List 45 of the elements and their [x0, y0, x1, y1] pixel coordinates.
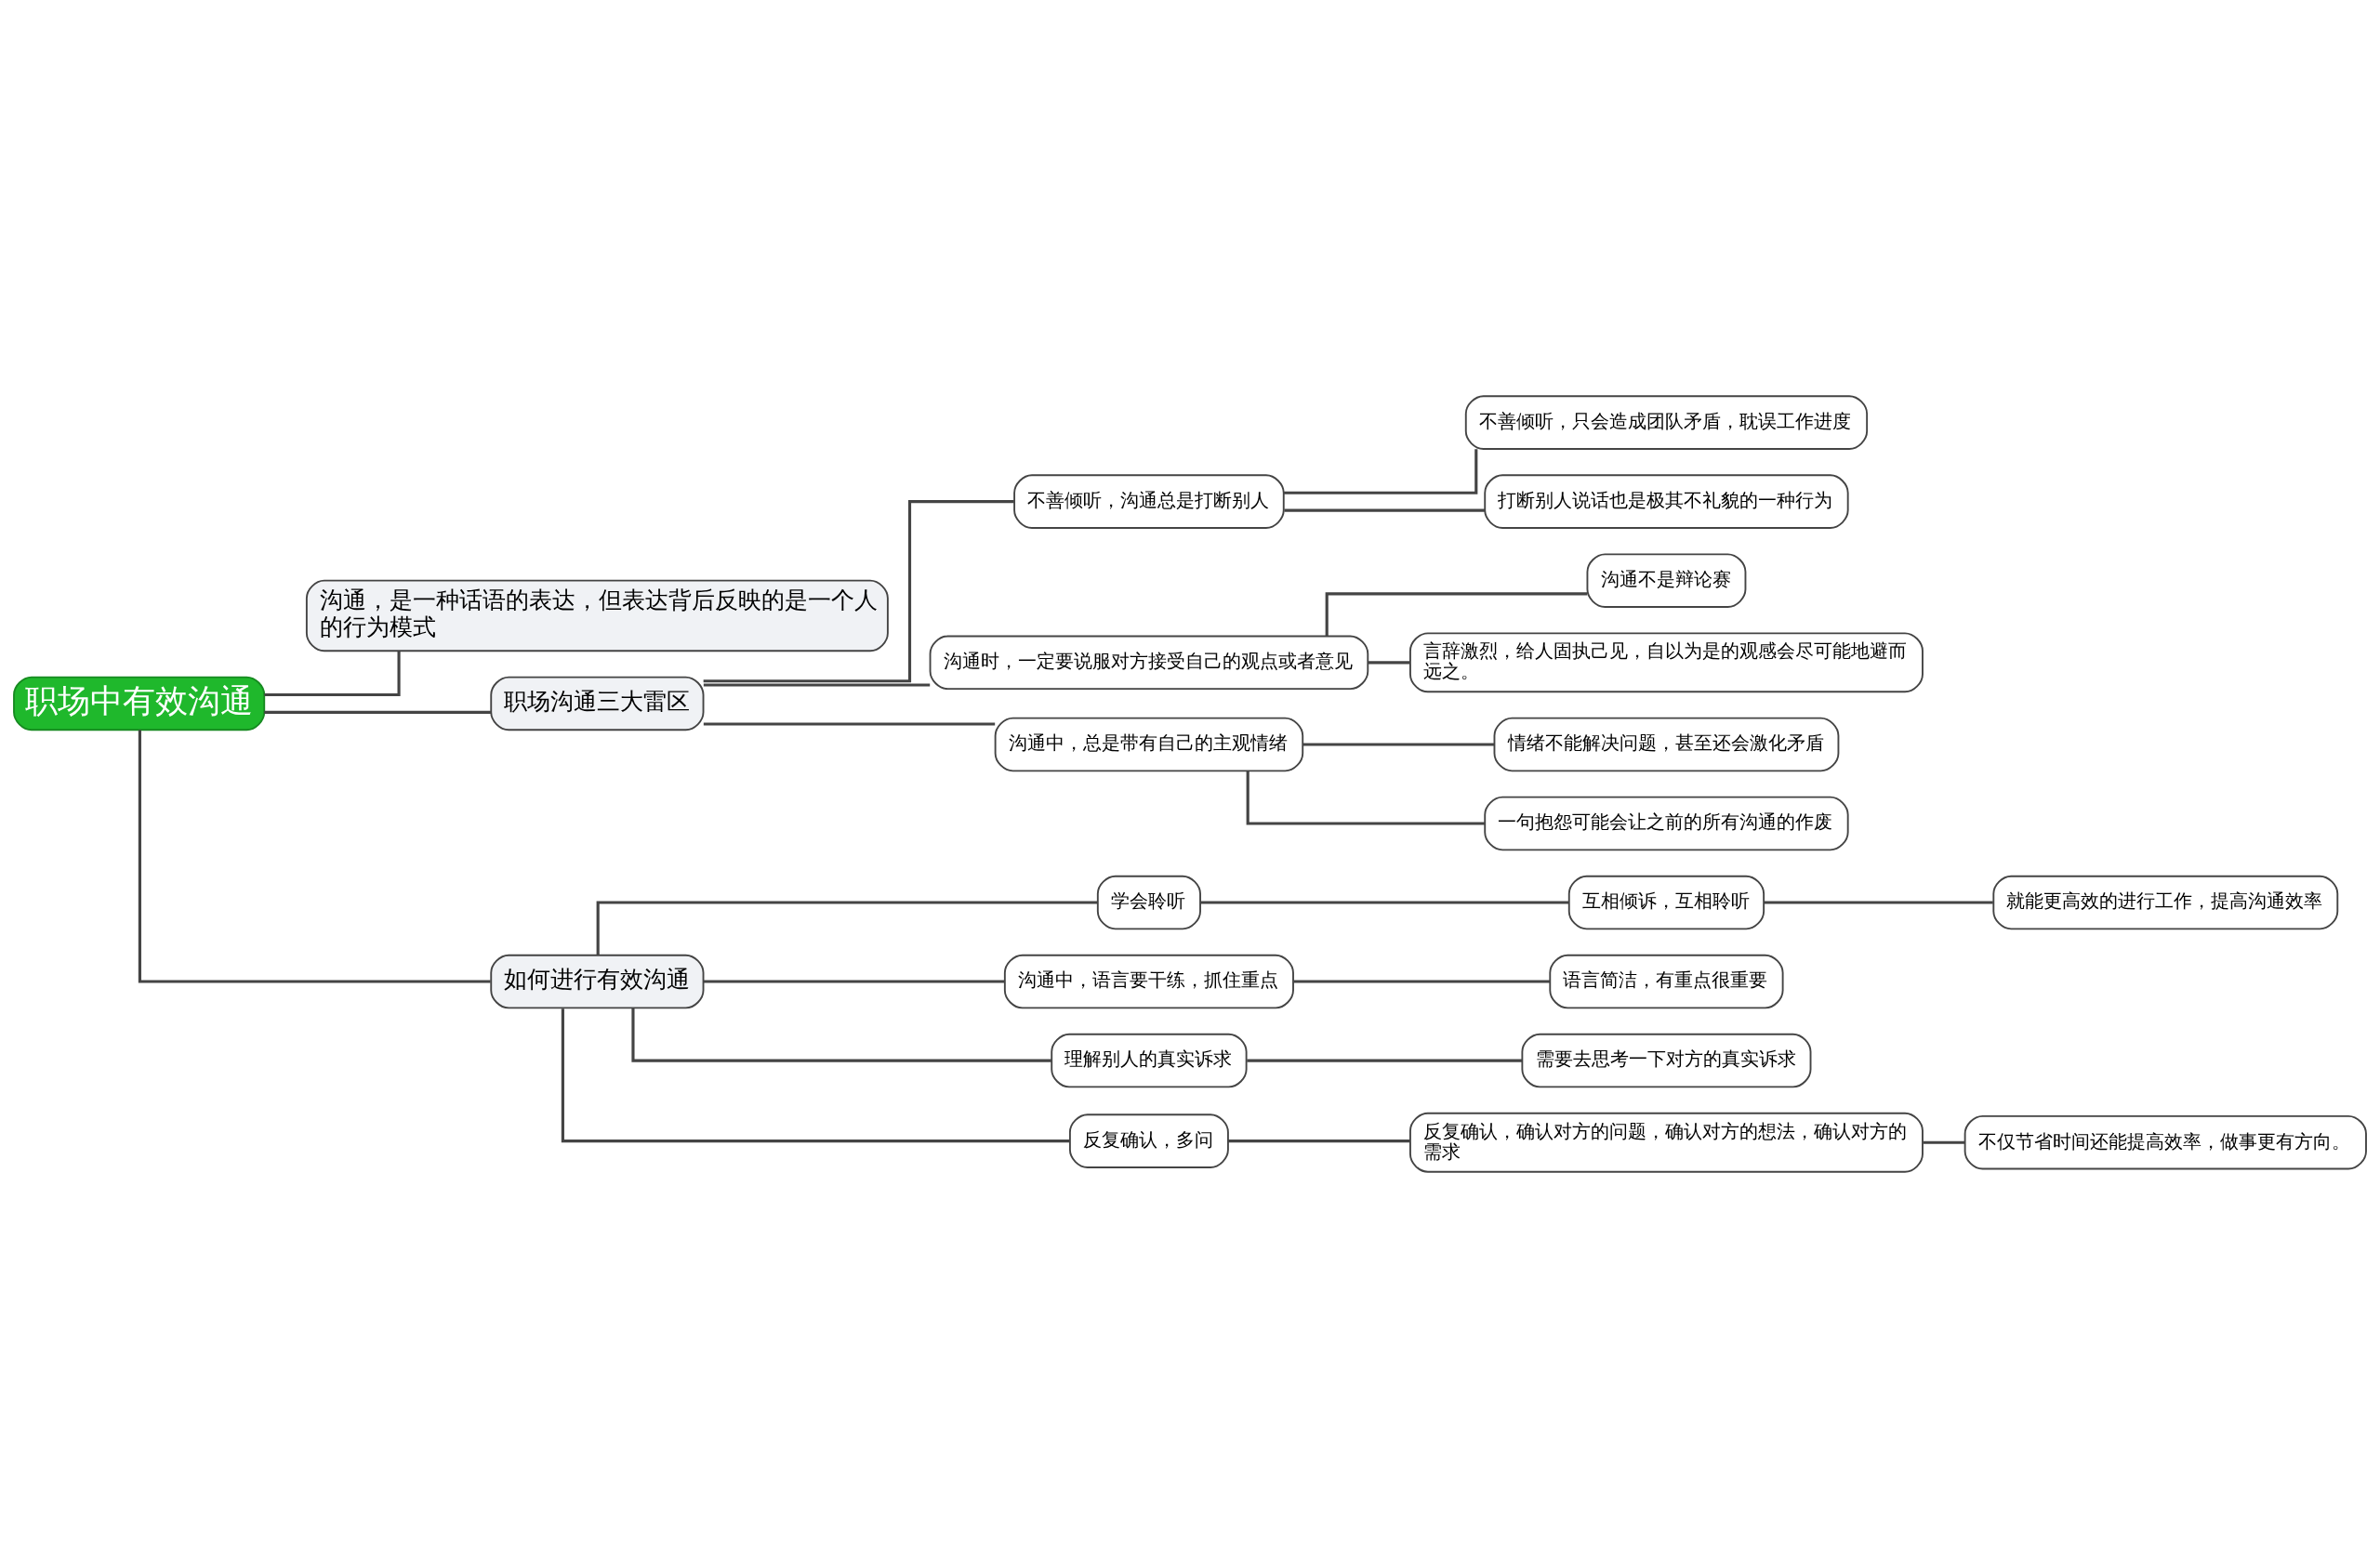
node-box: 情绪不能解决问题，甚至还会激化矛盾 [1493, 717, 1840, 772]
node-box: 理解别人的真实诉求 [1051, 1033, 1248, 1088]
connector [1246, 771, 1485, 825]
connector [703, 722, 996, 726]
node-box: 就能更高效的进行工作，提高沟通效率 [1992, 875, 2339, 930]
node-box: 不善倾听，沟通总是打断别人 [1013, 474, 1285, 529]
connector [1325, 592, 1588, 637]
connector [138, 730, 491, 983]
node-box: 互相倾诉，互相聆听 [1567, 875, 1765, 930]
node-box: 一句抱怨可能会让之前的所有沟通的作废 [1484, 796, 1849, 851]
connector [1293, 980, 1551, 983]
node-box: 如何进行有效沟通 [490, 954, 705, 1009]
connector [1284, 508, 1486, 512]
connector [1368, 661, 1410, 665]
connector [1228, 1140, 1410, 1143]
node-box: 打断别人说话也是极其不礼貌的一种行为 [1484, 474, 1849, 529]
node-box: 需要去思考一下对方的真实诉求 [1521, 1033, 1812, 1088]
node-box: 学会聆听 [1096, 875, 1201, 930]
connector [264, 710, 491, 714]
connector [1302, 743, 1495, 746]
node-box: 语言简洁，有重点很重要 [1549, 954, 1784, 1009]
node-box: 反复确认，确认对方的问题，确认对方的想法，确认对方的需求 [1409, 1112, 1924, 1173]
node-box: 沟通中，总是带有自己的主观情绪 [994, 717, 1304, 772]
connector [703, 683, 931, 687]
node-box: 沟通中，语言要干练，抓住重点 [1003, 954, 1294, 1009]
node-box: 职场沟通三大雷区 [490, 676, 705, 731]
node-box: 不仅节省时间还能提高效率，做事更有方向。 [1964, 1114, 2367, 1170]
connector [703, 500, 1014, 683]
node-box: 沟通不是辩论赛 [1586, 553, 1747, 608]
node-box: 反复确认，多问 [1068, 1113, 1229, 1168]
node-box: 沟通，是一种话语的表达，但表达背后反映的是一个人的行为模式 [305, 579, 889, 652]
connector [561, 1008, 1070, 1143]
connector [1200, 901, 1569, 904]
connector [596, 901, 1098, 955]
node-box: 沟通时，一定要说服对方接受自己的观点或者意见 [929, 635, 1369, 691]
connector [703, 980, 1005, 983]
node-box: 职场中有效沟通 [13, 676, 266, 731]
node-box: 言辞激烈，给人固执己见，自以为是的观感会尽可能地避而远之。 [1409, 632, 1924, 693]
connector [264, 651, 401, 697]
connector [1764, 901, 1993, 904]
connector [1923, 1140, 1965, 1144]
node-box: 不善倾听，只会造成团队矛盾，耽误工作进度 [1464, 395, 1869, 450]
connector [1247, 1059, 1523, 1062]
connector [1284, 449, 1478, 494]
connector [631, 1008, 1051, 1062]
